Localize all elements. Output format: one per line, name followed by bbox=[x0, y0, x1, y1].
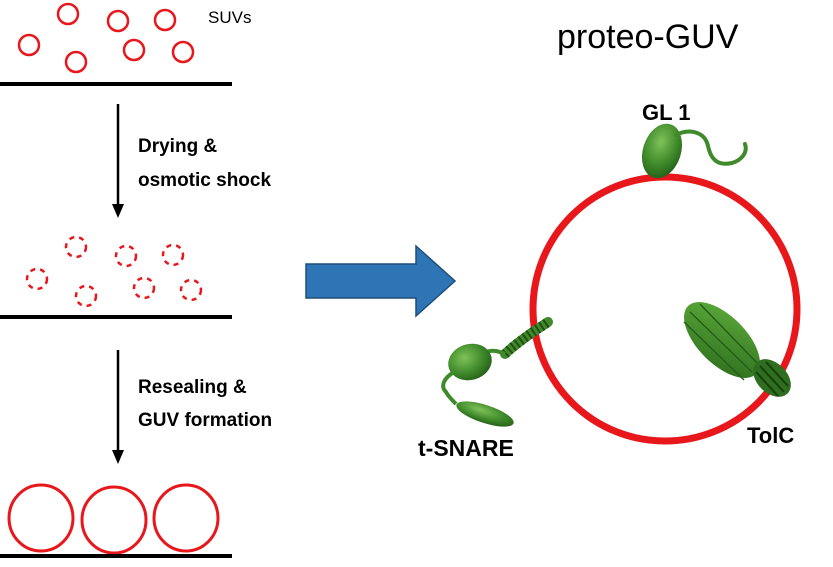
broken-vesicle bbox=[74, 284, 98, 308]
suv-vesicle bbox=[122, 38, 146, 62]
proteo-guv-membrane bbox=[529, 173, 801, 445]
broken-vesicle bbox=[114, 244, 138, 268]
step1-label-line1: Drying & bbox=[138, 136, 218, 157]
guv-group bbox=[7, 483, 220, 555]
broken-vesicle-group bbox=[25, 235, 203, 308]
suv-vesicle bbox=[64, 50, 88, 74]
broken-vesicle bbox=[161, 243, 185, 267]
step2-label-line1: Resealing & bbox=[138, 377, 247, 398]
suv-vesicle bbox=[153, 8, 177, 32]
block-right-arrow-icon bbox=[305, 244, 457, 318]
guv-vesicle bbox=[80, 485, 148, 555]
suv-vesicle bbox=[17, 33, 41, 57]
suv-vesicle bbox=[56, 2, 80, 26]
broken-vesicle bbox=[25, 267, 49, 291]
suv-vesicle bbox=[171, 40, 195, 64]
broken-vesicle bbox=[64, 235, 88, 259]
gl1-label: GL 1 bbox=[642, 100, 691, 125]
broken-vesicle bbox=[179, 278, 203, 302]
tsnare-label: t-SNARE bbox=[418, 435, 514, 461]
down-arrow-icon bbox=[112, 350, 124, 464]
step1-label-line2: osmotic shock bbox=[138, 170, 272, 191]
tsnare-protein bbox=[441, 317, 553, 427]
suv-group bbox=[17, 2, 195, 74]
gl1-protein bbox=[641, 123, 748, 179]
step2-label-line2: GUV formation bbox=[138, 410, 273, 431]
tolc-label: TolC bbox=[747, 423, 795, 448]
broken-vesicle bbox=[132, 276, 156, 300]
suvs-label: SUVs bbox=[208, 8, 252, 27]
suv-vesicle bbox=[106, 9, 130, 33]
down-arrow-icon bbox=[112, 104, 124, 218]
diagram-title: proteo-GUV bbox=[557, 18, 739, 56]
guv-vesicle bbox=[152, 483, 220, 553]
guv-vesicle bbox=[7, 483, 75, 553]
tolc-protein bbox=[683, 302, 791, 397]
